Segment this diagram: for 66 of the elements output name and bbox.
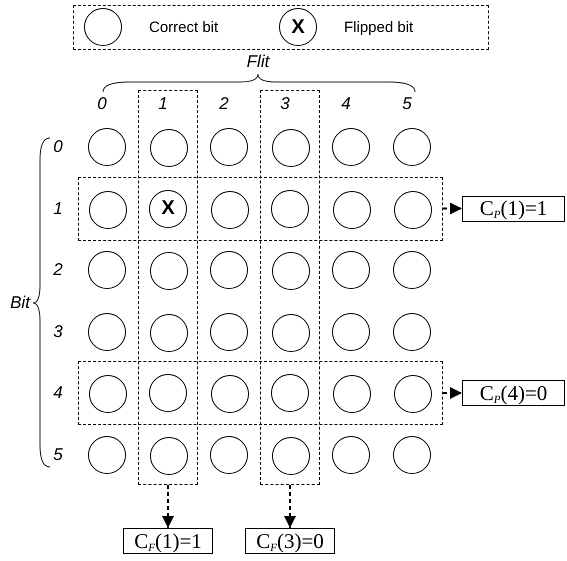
bit-circle (332, 128, 370, 166)
bit-circle (150, 314, 188, 352)
bit-circle (272, 129, 310, 167)
bit-circle (150, 252, 188, 290)
bit-circle (271, 190, 309, 228)
legend-label: Flipped bit (344, 19, 414, 36)
axis-title: Flit (246, 52, 270, 72)
bit-circle (211, 375, 249, 413)
bit-circle (84, 8, 122, 46)
bit-circle (272, 252, 310, 290)
bit-circle (88, 128, 126, 166)
bit-circle (332, 436, 370, 474)
index-label: 5 (53, 444, 63, 464)
dashed-arrow (443, 202, 462, 214)
legend-label: Correct bit (149, 19, 218, 36)
flipped-bit-circle: X (149, 190, 187, 228)
bit-circle (210, 128, 248, 166)
index-label: 0 (97, 94, 107, 114)
bit-circle (210, 312, 248, 350)
dashed-group-box (78, 176, 443, 240)
bit-circle (89, 190, 127, 228)
dashed-group-box (260, 90, 320, 485)
index-label: 0 (53, 137, 63, 157)
bit-circle (332, 312, 370, 350)
bit-circle (272, 436, 310, 474)
bit-circle (210, 436, 248, 474)
dashed-arrow (284, 485, 296, 528)
bit-circle (88, 436, 126, 474)
bit-circle (333, 190, 371, 228)
bit-circle (272, 314, 310, 352)
index-label: 1 (158, 94, 168, 114)
result-box: C$_{F}$(1)=1 (123, 528, 213, 554)
bit-circle (271, 374, 309, 412)
dashed-group-box (138, 90, 198, 485)
bit-circle (150, 129, 188, 167)
index-label: 3 (280, 94, 290, 114)
bit-circle (89, 375, 127, 413)
bit-circle (394, 190, 432, 228)
bit-circle (332, 251, 370, 289)
index-label: 4 (53, 383, 63, 403)
index-label: 1 (53, 198, 63, 218)
result-box: C$_{F}$(3)=0 (245, 528, 335, 554)
index-label: 5 (402, 94, 412, 114)
index-label: 3 (53, 322, 63, 342)
bit-circle (88, 251, 126, 289)
bit-circle (393, 251, 431, 289)
bit-circle (150, 436, 188, 474)
bit-circle (333, 375, 371, 413)
index-label: 2 (219, 94, 229, 114)
index-label: 2 (53, 260, 63, 280)
index-label: 4 (341, 94, 351, 114)
bit-circle (149, 374, 187, 412)
dashed-arrow (443, 387, 462, 399)
bit-circle (393, 436, 431, 474)
flipped-bit-circle: X (279, 8, 317, 46)
result-box: C$_{P}$(4)=0 (462, 380, 565, 406)
bit-circle (393, 312, 431, 350)
bit-circle (211, 190, 249, 228)
bit-circle (88, 312, 126, 350)
dashed-group-box (78, 361, 443, 425)
bit-circle (394, 375, 432, 413)
bit-circle (393, 128, 431, 166)
result-box: C$_{P}$(1)=1 (462, 196, 565, 222)
bit-circle (210, 251, 248, 289)
dashed-arrow (162, 485, 174, 528)
axis-title: Bit (10, 293, 30, 313)
